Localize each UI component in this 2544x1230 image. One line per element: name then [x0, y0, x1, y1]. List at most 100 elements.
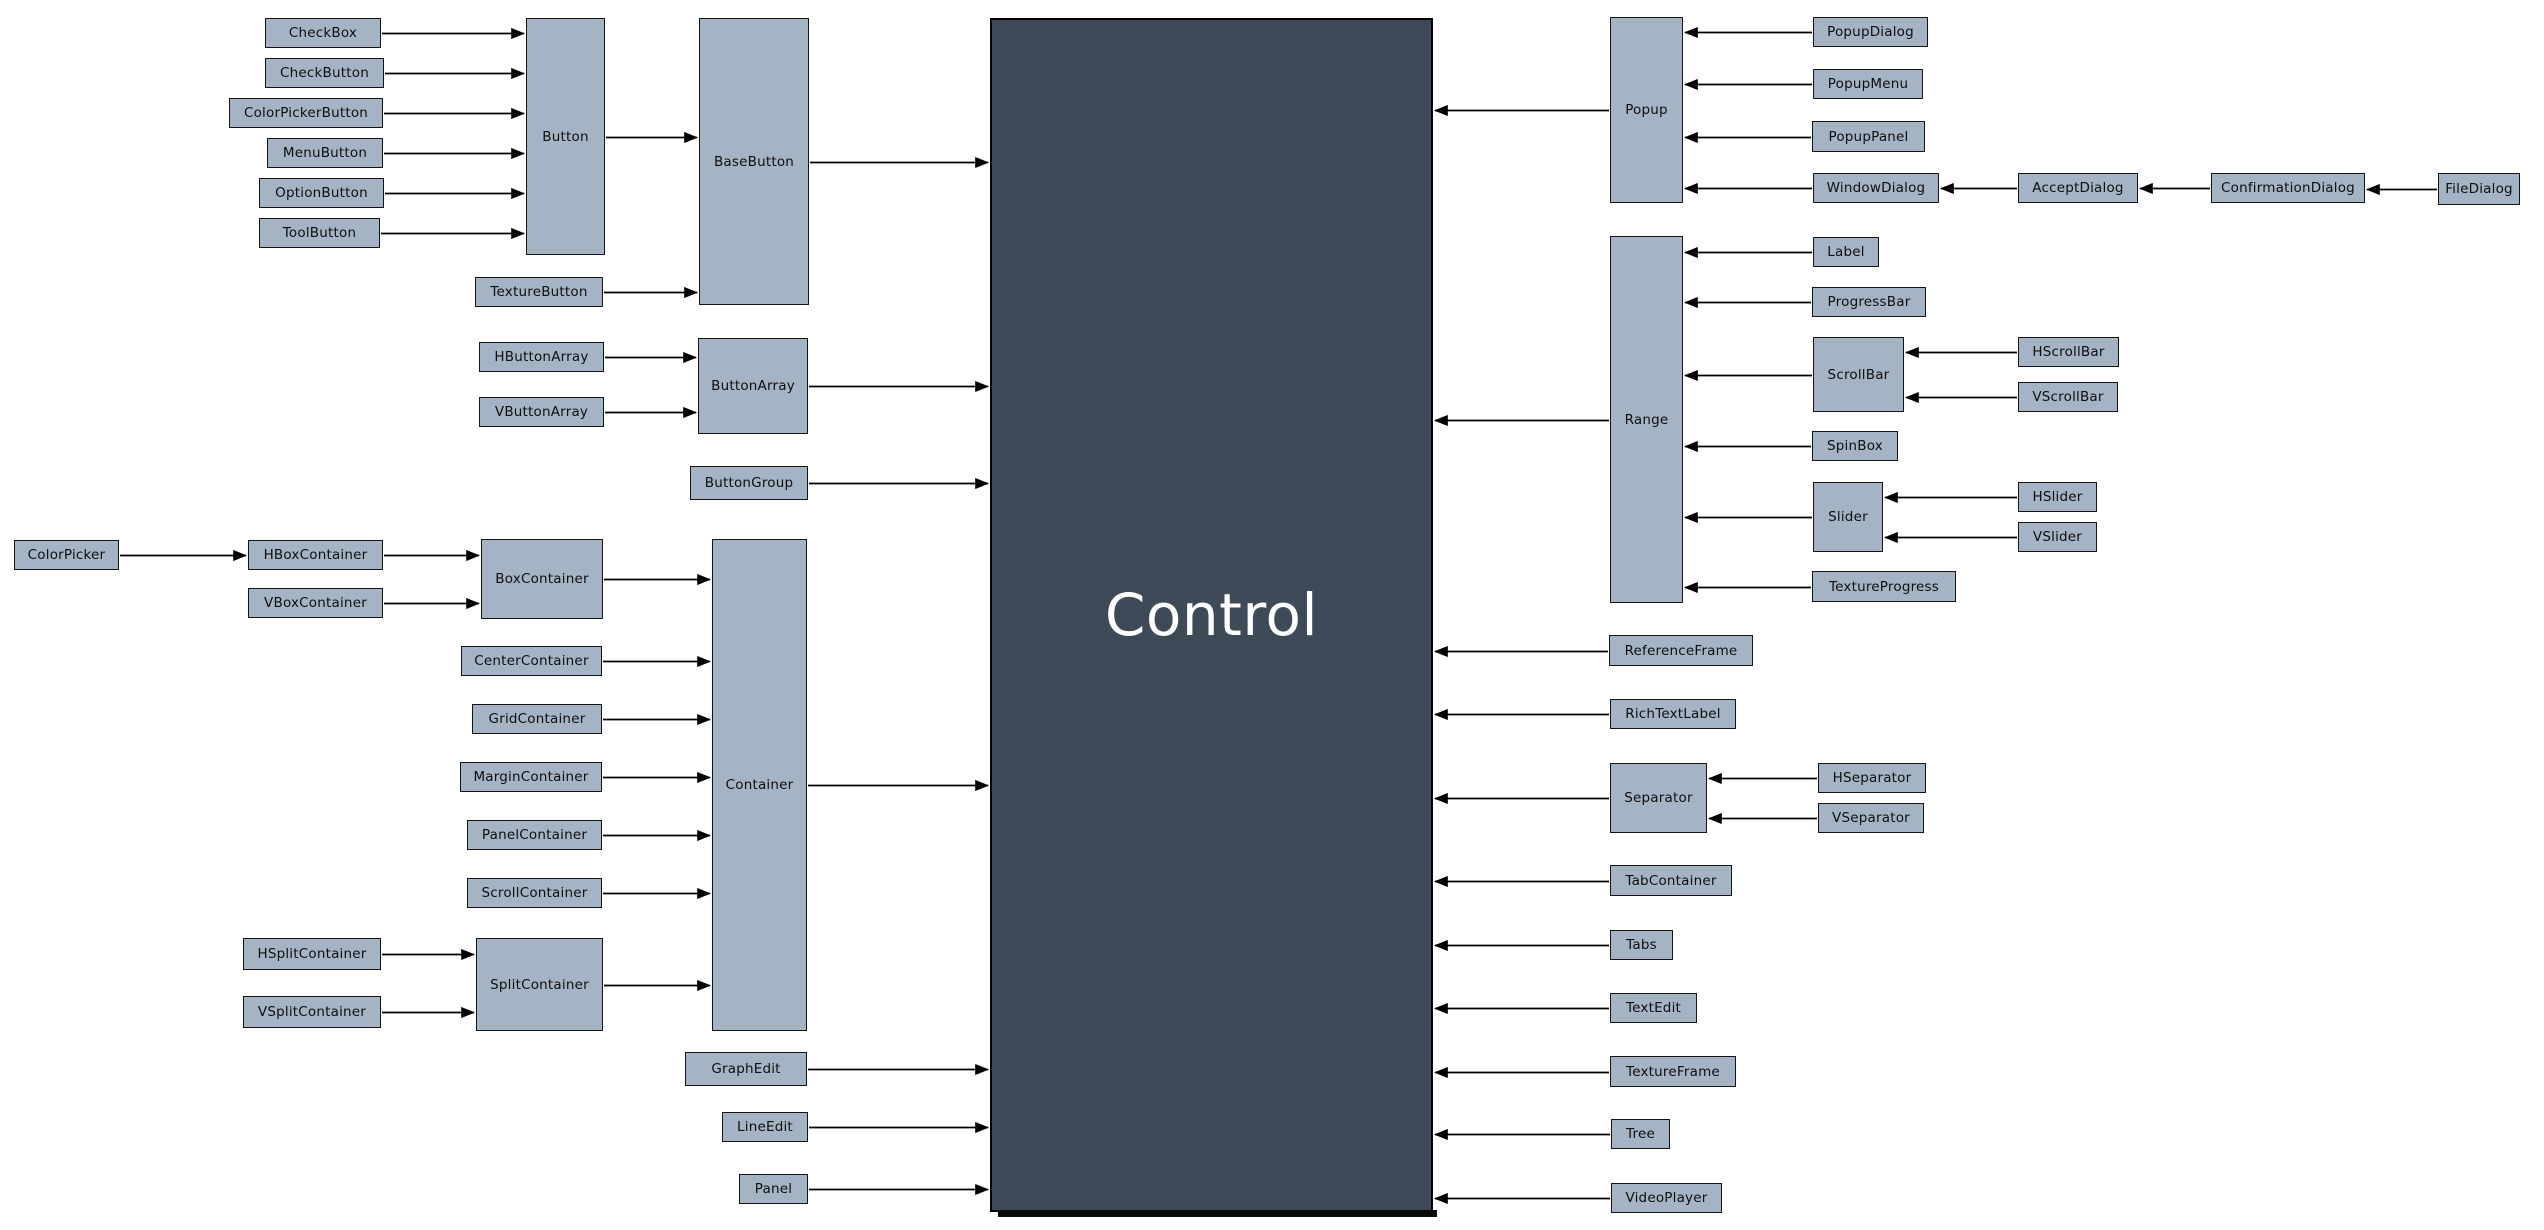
class-node-label: HSlider — [2032, 489, 2083, 505]
class-node-hslider: HSlider — [2018, 482, 2097, 512]
class-node-label: Separator — [1624, 790, 1693, 806]
class-node-label: VBoxContainer — [264, 595, 367, 611]
class-node-boxcontainer: BoxContainer — [481, 539, 603, 619]
class-node-gridcontainer: GridContainer — [472, 704, 602, 734]
class-node-label: VSeparator — [1832, 810, 1910, 826]
class-node-panel: Panel — [739, 1174, 808, 1204]
class-node-label: TabContainer — [1625, 872, 1717, 889]
class-node-popupdialog: PopupDialog — [1813, 17, 1928, 47]
class-node-tabs: Tabs — [1610, 930, 1673, 960]
class-node-label: LineEdit — [737, 1119, 793, 1135]
class-node-container: Container — [712, 539, 807, 1031]
class-node-label: HSplitContainer — [257, 946, 367, 962]
class-node-label: RichTextLabel — [1625, 706, 1721, 722]
class-node-label: PopupMenu — [1827, 76, 1909, 92]
class-node-label: FileDialog — [2445, 181, 2513, 197]
class-node-label: Control — [1104, 581, 1319, 649]
class-node-label: VScrollBar — [2032, 389, 2104, 405]
class-node-texturebutton: TextureButton — [475, 277, 603, 307]
class-node-label: VSplitContainer — [257, 1004, 367, 1020]
class-node-vslider: VSlider — [2018, 522, 2097, 552]
class-node-hseparator: HSeparator — [1818, 763, 1926, 793]
class-node-range: Range — [1610, 236, 1683, 603]
class-node-label: SplitContainer — [490, 976, 589, 993]
class-node-label: Panel — [754, 1181, 793, 1197]
class-node-splitcontainer: SplitContainer — [476, 938, 603, 1031]
class-node-popupmenu: PopupMenu — [1813, 69, 1923, 99]
class-node-vseparator: VSeparator — [1818, 803, 1924, 833]
class-node-label: GraphEdit — [711, 1061, 781, 1077]
class-node-label: Label — [1813, 237, 1879, 267]
class-node-hscrollbar: HScrollBar — [2018, 337, 2119, 367]
class-node-label: ToolButton — [282, 225, 357, 241]
class-node-hsplitcontainer: HSplitContainer — [243, 938, 381, 970]
class-node-menubutton: MenuButton — [267, 138, 383, 168]
class-node-label: TextureButton — [490, 284, 588, 300]
class-node-label: Button — [542, 128, 589, 145]
class-node-separator: Separator — [1610, 763, 1707, 833]
class-node-label: PopupPanel — [1828, 128, 1909, 145]
class-node-label: HScrollBar — [2032, 344, 2105, 360]
class-node-label: VideoPlayer — [1625, 1190, 1708, 1206]
class-node-label: MarginContainer — [473, 769, 589, 785]
class-node-label: Label — [1827, 244, 1865, 260]
class-node-label: Popup — [1625, 102, 1668, 118]
class-node-referenceframe: ReferenceFrame — [1609, 635, 1753, 666]
class-node-label: GridContainer — [488, 711, 586, 727]
class-node-label: HButtonArray — [494, 349, 589, 365]
class-node-graphedit: GraphEdit — [685, 1052, 807, 1086]
class-node-textureframe: TextureFrame — [1610, 1056, 1736, 1087]
class-node-centercontainer: CenterContainer — [461, 646, 602, 676]
class-node-tree: Tree — [1611, 1119, 1670, 1149]
class-node-label: Range — [1624, 411, 1669, 428]
class-node-label: TextureFrame — [1626, 1063, 1720, 1080]
class-node-hboxcontainer: HBoxContainer — [248, 540, 383, 570]
class-node-label: HSeparator — [1832, 770, 1912, 786]
class-node-label: BaseButton — [713, 153, 795, 170]
class-node-label: CheckButton — [280, 65, 369, 81]
class-node-optionbutton: OptionButton — [259, 178, 384, 208]
class-node-popup: Popup — [1610, 17, 1683, 203]
class-node-label: BoxContainer — [495, 571, 589, 587]
class-node-scrollbar: ScrollBar — [1813, 337, 1904, 412]
class-node-label: ColorPicker — [27, 547, 106, 563]
class-node-colorpicker: ColorPicker — [14, 540, 119, 570]
class-node-label: SpinBox — [1827, 438, 1883, 454]
class-node-label: PopupDialog — [1827, 24, 1914, 40]
class-node-buttongroup: ButtonGroup — [690, 466, 808, 500]
class-node-label: Slider — [1828, 509, 1868, 525]
class-node-vsplitcontainer: VSplitContainer — [243, 996, 381, 1028]
class-node-basebutton: BaseButton — [699, 18, 809, 305]
class-node-label: ReferenceFrame — [1624, 642, 1738, 659]
class-node-filedialog: FileDialog — [2438, 173, 2520, 205]
class-node-panelcontainer: PanelContainer — [467, 820, 602, 850]
class-node-button: Button — [526, 18, 605, 255]
class-node-spinbox: SpinBox — [1812, 431, 1898, 461]
class-node-lineedit: LineEdit — [722, 1112, 808, 1142]
class-node-hbuttonarray: HButtonArray — [479, 342, 604, 372]
class-node-label: Tree — [1626, 1126, 1655, 1142]
class-node-label: ScrollBar — [1827, 366, 1890, 383]
class-node-label: PanelContainer — [481, 827, 588, 843]
class-node-control: Control — [990, 18, 1437, 1217]
class-node-scrollcontainer: ScrollContainer — [467, 878, 602, 908]
class-node-label: CenterContainer — [474, 653, 589, 669]
class-node-margincontainer: MarginContainer — [460, 762, 602, 792]
class-node-acceptdialog: AcceptDialog — [2018, 173, 2138, 203]
class-node-label: CheckBox — [288, 25, 358, 41]
class-node-checkbutton: CheckButton — [265, 58, 384, 88]
class-node-colorpickerbutton: ColorPickerButton — [229, 98, 383, 128]
class-node-label: VButtonArray — [494, 404, 589, 420]
class-node-label: ScrollContainer — [481, 885, 588, 901]
class-node-tabcontainer: TabContainer — [1610, 865, 1732, 896]
class-node-label: ButtonArray — [711, 378, 795, 394]
class-node-vscrollbar: VScrollBar — [2018, 382, 2118, 412]
class-node-label: ConfirmationDialog — [2221, 180, 2355, 196]
class-node-textedit: TextEdit — [1610, 993, 1697, 1023]
class-node-textureprogress: TextureProgress — [1812, 571, 1956, 602]
class-node-label: ColorPickerButton — [243, 105, 369, 121]
class-node-buttonarray: ButtonArray — [698, 338, 808, 434]
class-node-confirmationdialog: ConfirmationDialog — [2211, 173, 2365, 203]
class-node-toolbutton: ToolButton — [259, 218, 380, 248]
